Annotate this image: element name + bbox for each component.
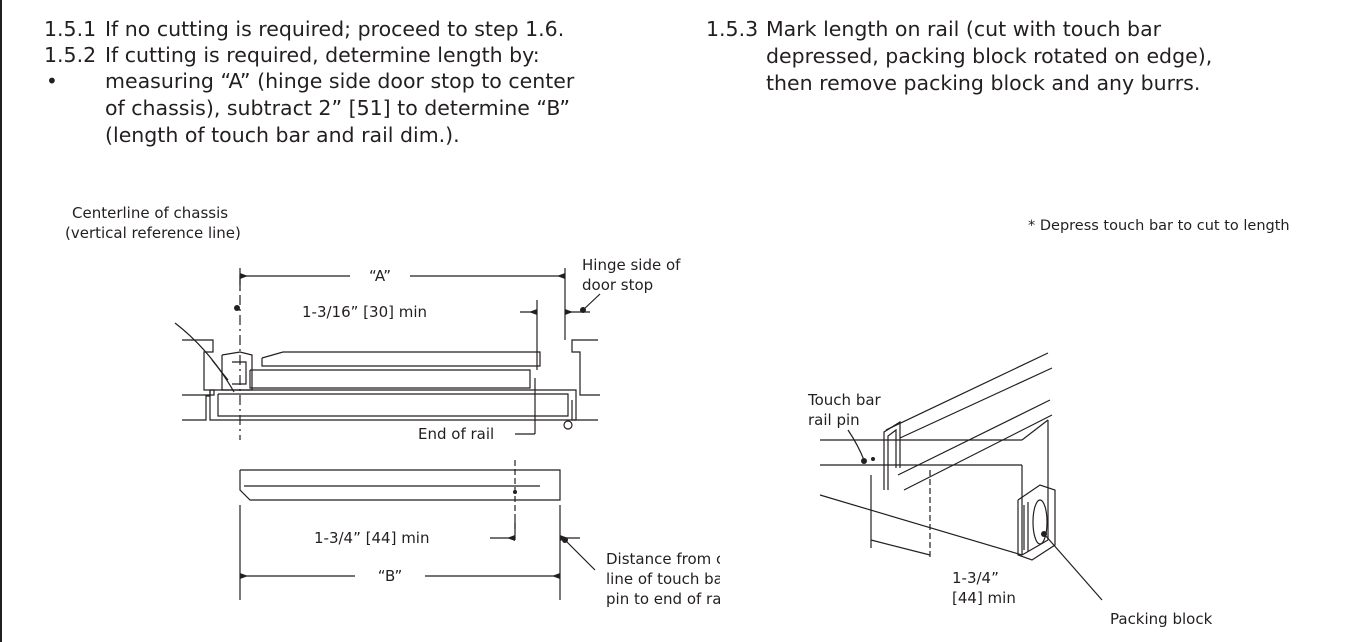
dim-44-label-line: 1-3/4”: [952, 569, 999, 587]
distance-note-line: pin to end of rail.: [606, 590, 720, 608]
touch-bar-bracket: [887, 428, 897, 490]
arrowhead: [507, 535, 515, 541]
packing-block-hole: [1032, 499, 1048, 545]
rail-bottom-edge: [1021, 539, 1049, 556]
distance-note-line: line of touch bar rail: [606, 570, 720, 588]
arrowhead: [529, 309, 537, 315]
step-number: 1.5.2: [44, 43, 97, 67]
depress-note: * Depress touch bar to cut to length: [1028, 218, 1290, 234]
dim-a-label: “A”: [369, 267, 391, 285]
hinge-label-line: door stop: [582, 276, 653, 294]
frame-right-profile: [571, 339, 600, 396]
leader-dot: [861, 458, 867, 464]
centerline-label-line: Centerline of chassis: [72, 204, 228, 222]
figure-left-rail-dimensions: Centerline of chassis (vertical referenc…: [65, 204, 720, 608]
bullet-mark: •: [46, 69, 58, 93]
arrowhead: [565, 309, 573, 315]
centerline-leader: [174, 322, 235, 393]
step-text-line: depressed, packing block rotated on edge…: [766, 44, 1213, 68]
rail-body-lower: [249, 369, 531, 389]
distance-note-line: Distance from center: [606, 550, 720, 568]
step-1-5-2: 1.5.2 If cutting is required, determine …: [44, 42, 664, 69]
step-1-5-1: 1.5.1 If no cutting is required; proceed…: [44, 16, 664, 43]
hinge-leader: [582, 293, 601, 311]
bullet-line: of chassis), subtract 2” [51] to determi…: [105, 96, 570, 120]
step-text: If cutting is required, determine length…: [105, 43, 540, 67]
dim-44-line: [870, 539, 931, 556]
pin-label-line: rail pin: [808, 411, 860, 429]
touch-bar-lower-edge: [903, 414, 1053, 491]
step-1-5-3: 1.5.3 Mark length on rail (cut with touc…: [706, 16, 1326, 100]
dim-44-label: 1-3/4” [44] min: [314, 529, 429, 547]
rail-top-edge: [1021, 419, 1049, 441]
arrowhead: [240, 273, 248, 279]
arrowhead: [240, 573, 248, 579]
packing-block: [1017, 484, 1056, 561]
step-text-line: Mark length on rail (cut with touch bar: [766, 17, 1162, 41]
step-number: 1.5.1: [44, 17, 97, 41]
frame-right-lower: [571, 400, 598, 421]
leader-dot: [234, 305, 240, 311]
leader-dot: [513, 490, 517, 494]
distance-leader: [564, 539, 596, 571]
arrowhead: [552, 573, 560, 579]
packing-block-label: Packing block: [1110, 610, 1213, 628]
page-left-border: [0, 0, 2, 642]
hinge-label-line: Hinge side of: [582, 256, 681, 274]
bullet-line: (length of touch bar and rail dim.).: [105, 123, 460, 147]
leader-dot: [1041, 531, 1047, 537]
pin-label-line: Touch bar: [807, 391, 882, 409]
dim-b-label: “B”: [378, 567, 403, 585]
figure-right-touch-bar: * Depress touch bar to cut to length Tou…: [807, 218, 1290, 628]
hinge-pivot-circle: [563, 420, 573, 430]
arrowhead: [560, 535, 568, 541]
bullet-line: measuring “A” (hinge side door stop to c…: [105, 69, 575, 93]
step-text: If no cutting is required; proceed to st…: [105, 17, 565, 41]
step-number: 1.5.3: [706, 17, 759, 41]
rail-pin: [871, 457, 875, 461]
end-of-rail-label: End of rail: [418, 425, 494, 443]
dim-44-label-line: [44] min: [952, 589, 1016, 607]
touch-bar-lower-edge: [897, 399, 1051, 476]
rail-bottom-edge: [819, 494, 1023, 556]
frame-left-profile: [182, 339, 215, 396]
step-text-line: then remove packing block and any burrs.: [766, 71, 1201, 95]
rail-body-upper: [261, 351, 541, 367]
cut-rail-profile: [239, 469, 561, 501]
arrowhead: [557, 273, 565, 279]
bracket: [221, 351, 253, 391]
pin-leader: [847, 429, 865, 461]
bracket-detail: [232, 361, 247, 385]
dim-30-label: 1-3/16” [30] min: [302, 303, 427, 321]
packing-block-leader: [1044, 534, 1103, 601]
chassis-inner: [217, 393, 569, 417]
touch-bar-edge: [885, 352, 1049, 431]
centerline-label-line: (vertical reference line): [65, 224, 241, 242]
touch-bar-bracket: [883, 420, 901, 490]
bullet-item: measuring “A” (hinge side door stop to c…: [105, 68, 665, 152]
touch-bar-edge: [899, 367, 1053, 439]
